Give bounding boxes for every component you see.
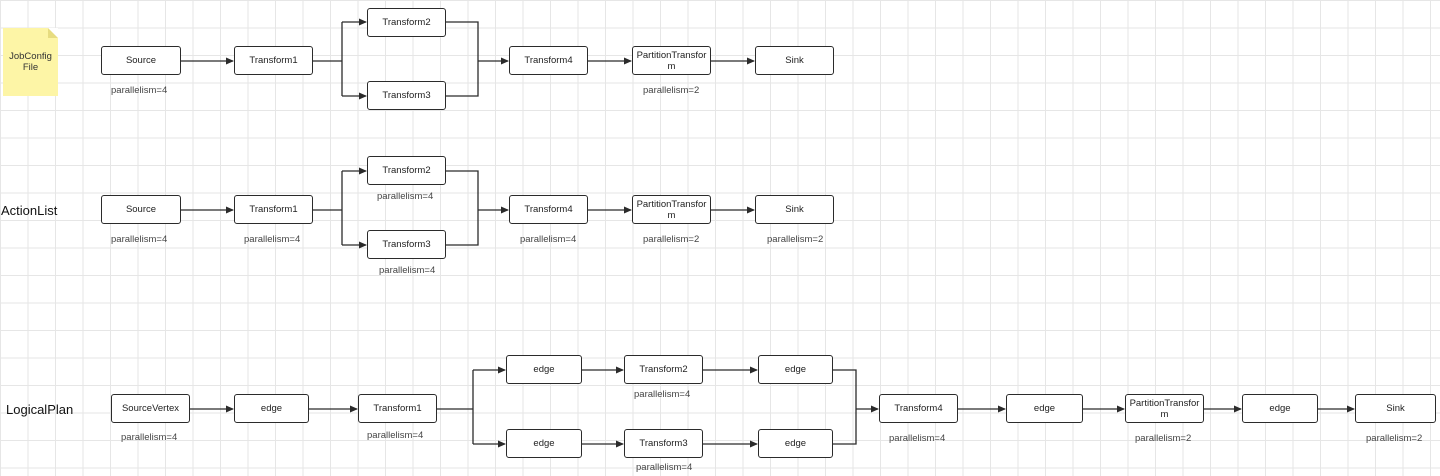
parallelism-label: parallelism=4 <box>636 462 693 473</box>
parallelism-label: parallelism=4 <box>634 389 691 400</box>
node-transform3[interactable]: Transform3 <box>367 81 446 110</box>
node-sink[interactable]: Sink <box>755 195 834 224</box>
parallelism-label: parallelism=2 <box>643 234 700 245</box>
node-source[interactable]: Source <box>101 195 181 224</box>
node-transform4[interactable]: Transform4 <box>879 394 958 423</box>
parallelism-label: parallelism=4 <box>244 234 301 245</box>
parallelism-label: parallelism=4 <box>121 432 178 443</box>
node-transform1[interactable]: Transform1 <box>234 46 313 75</box>
node-edge[interactable]: edge <box>758 355 833 384</box>
node-transform2[interactable]: Transform2 <box>367 156 446 185</box>
node-edge[interactable]: edge <box>758 429 833 458</box>
node-partition-transform[interactable]: PartitionTransform <box>632 195 711 224</box>
parallelism-label: parallelism=2 <box>767 234 824 245</box>
row-title-logical-plan: LogicalPlan <box>6 402 74 417</box>
node-transform1[interactable]: Transform1 <box>358 394 437 423</box>
connector <box>446 170 479 246</box>
node-transform3[interactable]: Transform3 <box>367 230 446 259</box>
parallelism-label: parallelism=4 <box>379 265 436 276</box>
node-partition-transform[interactable]: PartitionTransform <box>632 46 711 75</box>
parallelism-label: parallelism=4 <box>377 191 434 202</box>
parallelism-label: parallelism=4 <box>111 85 168 96</box>
parallelism-label: parallelism=4 <box>520 234 577 245</box>
node-edge[interactable]: edge <box>506 429 582 458</box>
node-transform1[interactable]: Transform1 <box>234 195 313 224</box>
job-config-file-note[interactable]: JobConfigFile <box>3 28 58 96</box>
node-edge[interactable]: edge <box>1006 394 1083 423</box>
node-edge[interactable]: edge <box>1242 394 1318 423</box>
parallelism-label: parallelism=4 <box>111 234 168 245</box>
parallelism-label: parallelism=2 <box>643 85 700 96</box>
note-text: JobConfigFile <box>9 51 52 73</box>
node-transform4[interactable]: Transform4 <box>509 46 588 75</box>
parallelism-label: parallelism=2 <box>1135 433 1192 444</box>
node-transform3[interactable]: Transform3 <box>624 429 703 458</box>
node-sink[interactable]: Sink <box>755 46 834 75</box>
parallelism-label: parallelism=2 <box>1366 433 1423 444</box>
node-transform2[interactable]: Transform2 <box>367 8 446 37</box>
node-source-vertex[interactable]: SourceVertex <box>111 394 190 423</box>
node-sink[interactable]: Sink <box>1355 394 1436 423</box>
note-fold-corner <box>48 28 58 38</box>
connector <box>833 369 857 445</box>
connector <box>446 21 479 97</box>
node-transform2[interactable]: Transform2 <box>624 355 703 384</box>
node-edge[interactable]: edge <box>506 355 582 384</box>
node-edge[interactable]: edge <box>234 394 309 423</box>
node-source[interactable]: Source <box>101 46 181 75</box>
node-partition-transform[interactable]: PartitionTransform <box>1125 394 1204 423</box>
parallelism-label: parallelism=4 <box>367 430 424 441</box>
parallelism-label: parallelism=4 <box>889 433 946 444</box>
node-transform4[interactable]: Transform4 <box>509 195 588 224</box>
row-title-action-list: ActionList <box>1 203 58 218</box>
